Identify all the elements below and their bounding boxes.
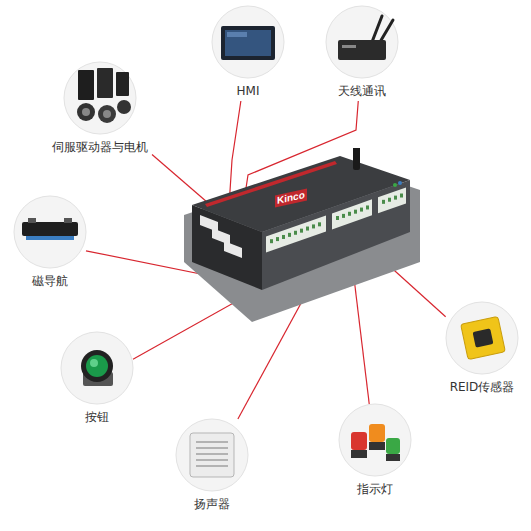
device-label: 天线通讯 [326, 84, 398, 99]
hmi-glare [227, 32, 247, 37]
lamp-green [386, 438, 400, 454]
speaker-box [190, 433, 234, 477]
terminal-screw [366, 205, 369, 209]
servo-motor [98, 105, 116, 123]
antenna-icon [338, 16, 393, 60]
port-sticker [224, 241, 242, 258]
sensor-mount [64, 218, 72, 223]
sensor-bar [22, 222, 78, 236]
terminal-screw [306, 227, 309, 231]
device-label: REID传感器 [446, 380, 519, 395]
servo-motor [117, 100, 131, 114]
icon-circles [14, 6, 518, 491]
device-node: 按钮 [61, 332, 133, 427]
sensor-strip [26, 236, 74, 240]
button-cap [86, 355, 108, 377]
icon-circle [446, 302, 518, 374]
controller-side [192, 205, 262, 290]
speaker-grille [196, 442, 228, 466]
terminal-screw [388, 198, 391, 202]
terminal-screw [342, 214, 345, 218]
icon-circle [61, 332, 133, 404]
terminal-screw [348, 212, 351, 216]
antenna-box-detail [342, 45, 356, 48]
device-label: 磁导航 [14, 274, 86, 289]
device-label: 指示灯 [339, 482, 411, 497]
terminal-screw [270, 239, 273, 243]
status-led [393, 183, 397, 187]
terminal-screw [400, 194, 403, 198]
button-shine [90, 359, 98, 367]
servo-drive [116, 72, 129, 96]
device-label: 按钮 [61, 410, 133, 425]
servo-drive [97, 68, 113, 98]
antenna-box [338, 40, 386, 60]
icon-circle [326, 6, 398, 78]
device-label: 扬声器 [176, 497, 248, 512]
controller-outline [180, 148, 425, 326]
terminal-block [378, 187, 406, 213]
rfid-face [473, 328, 494, 347]
lamp-base [351, 450, 367, 458]
terminal-block [266, 216, 326, 253]
hmi-screen [225, 30, 271, 56]
controller-front [262, 180, 410, 290]
sensor-mount [28, 218, 36, 223]
device-node: HMI [212, 6, 284, 101]
terminal-screw [300, 229, 303, 233]
terminal-screw [354, 210, 357, 214]
icon-circle [176, 419, 248, 491]
servo-motor [77, 103, 95, 121]
rfid-body [461, 316, 506, 359]
speaker-icon [190, 433, 234, 477]
device-label: 伺服驱动器与电机 [48, 140, 152, 155]
button-ring [81, 350, 113, 382]
terminal-screw [318, 222, 321, 226]
terminal-screw [382, 200, 385, 204]
rfid-icon [461, 316, 506, 359]
indicator-lamp-icon [351, 424, 400, 461]
device-node: REID传感器 [446, 302, 519, 397]
terminal-screw [360, 208, 363, 212]
antenna-rod [372, 16, 382, 42]
terminal-screw [294, 231, 297, 235]
terminal-block [332, 199, 372, 229]
servo-icon [77, 68, 131, 123]
lamp-base [386, 454, 400, 461]
controller-stripe [205, 161, 337, 207]
servo-motor-shaft [82, 108, 90, 116]
antenna-post [353, 148, 360, 170]
device-node: 磁导航 [14, 196, 86, 291]
terminal-screw [276, 237, 279, 241]
device-node: 伺服驱动器与电机 [48, 62, 152, 157]
device-node: 指示灯 [339, 404, 411, 499]
terminal-screw [394, 196, 397, 200]
icon-circle [14, 196, 86, 268]
device-node: 扬声器 [176, 419, 248, 514]
device-label: HMI [212, 84, 284, 99]
terminal-screw [282, 235, 285, 239]
magnetic-sensor-icon [22, 218, 78, 240]
terminal-screw [336, 216, 339, 220]
lamp-base [369, 442, 385, 450]
icon-circle [212, 6, 284, 78]
status-led [398, 181, 402, 185]
hmi-frame [221, 26, 275, 60]
servo-motor-shaft [103, 110, 111, 118]
device-node: 天线通讯 [326, 6, 398, 101]
terminal-screw [288, 233, 291, 237]
controller-unit: Kinco [180, 148, 425, 326]
servo-drive [78, 70, 94, 100]
terminal-screw [312, 224, 315, 228]
hmi-icon [221, 26, 275, 60]
button-icon [81, 350, 113, 386]
icon-circle [64, 62, 136, 134]
icon-circle [339, 404, 411, 476]
lamp-orange [369, 424, 385, 442]
lamp-red [351, 432, 367, 450]
controller-drawing [184, 148, 420, 322]
antenna-rod [380, 20, 393, 42]
